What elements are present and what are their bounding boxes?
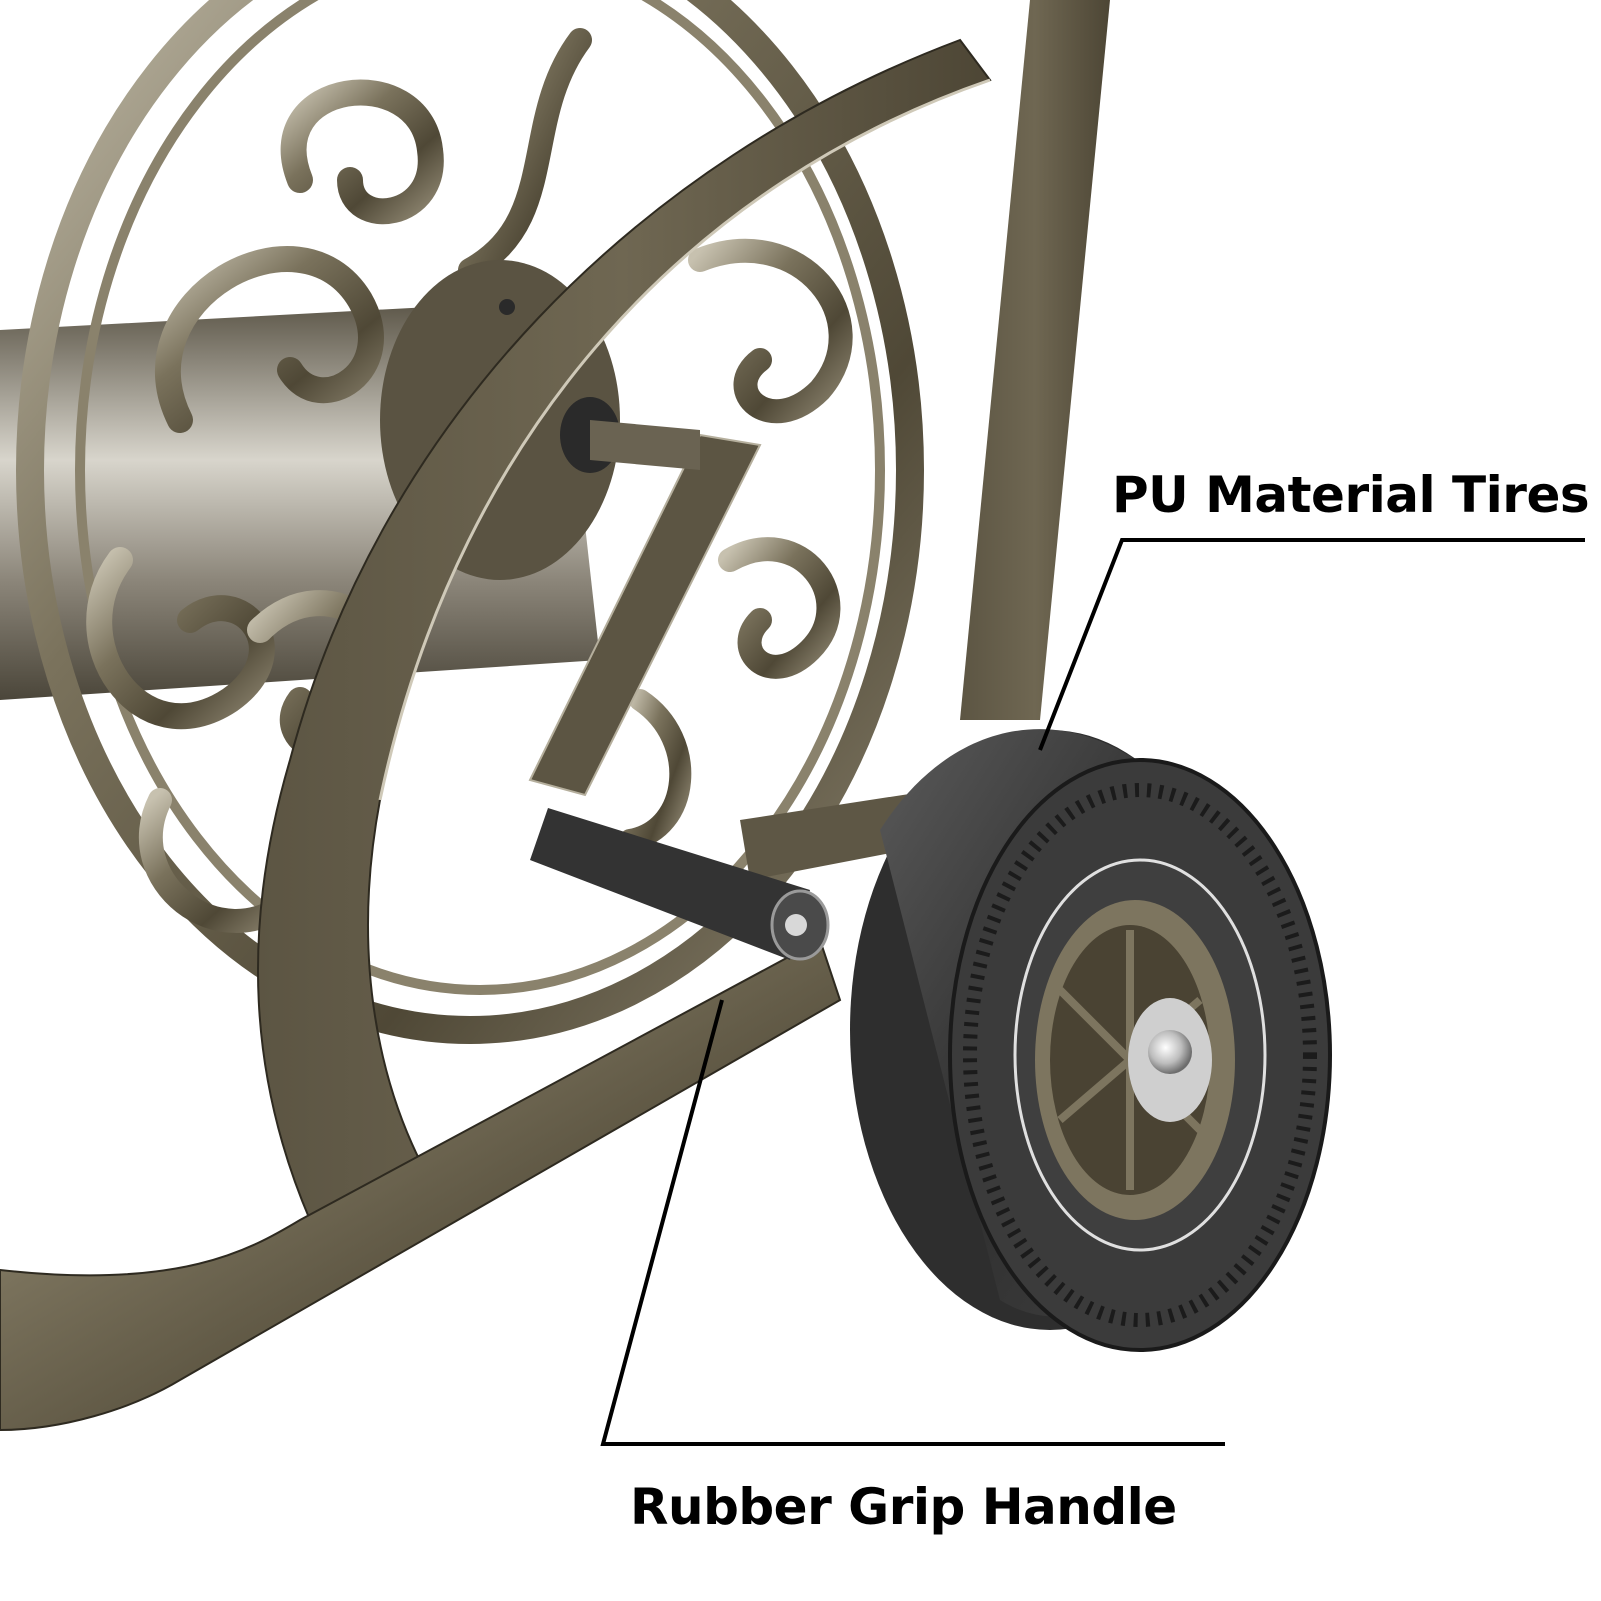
callout-line-tires (1038, 538, 1585, 751)
reel-scrollwork (16, 0, 924, 1044)
callout-lines (600, 538, 1585, 1446)
axle-nut-icon (1148, 1030, 1192, 1074)
callout-line-handle (600, 999, 1225, 1446)
callout-label-tires: PU Material Tires (1112, 466, 1590, 524)
callout-label-handle: Rubber Grip Handle (630, 1478, 1177, 1536)
bolt-icon (499, 299, 515, 315)
crank-arm (528, 397, 762, 797)
wheel-tire (850, 729, 1332, 1352)
crank-handle-grip (530, 808, 830, 961)
